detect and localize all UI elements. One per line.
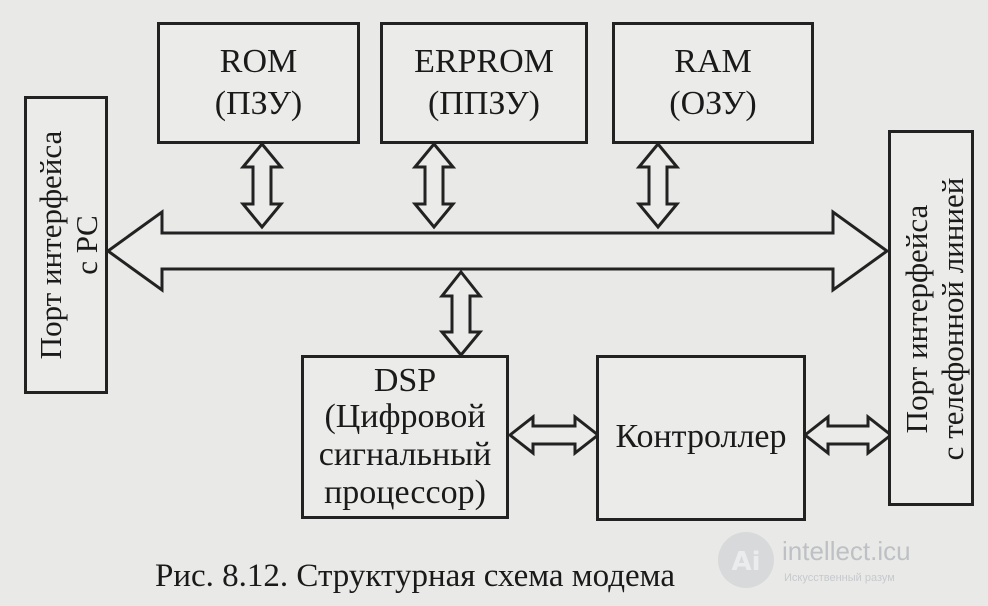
erprom-bus-arrow [411,141,457,230]
line-port-label-line1: Порт интерфейса [899,204,934,434]
ram-block: RAM (ОЗУ) [612,22,814,144]
rom-sublabel: (ПЗУ) [214,85,303,122]
dsp-label: DSP [373,362,437,399]
dsp-block: DSP (Цифровой сигнальный процессор) [301,355,509,519]
rom-block: ROM (ПЗУ) [157,22,360,144]
pc-port-label-line2: с PC [69,215,104,275]
controller-lineport-arrow [802,413,894,457]
watermark-text: intellect.icu [782,536,911,566]
ram-bus-arrow [635,141,681,230]
rom-label: ROM [219,43,298,80]
pc-port-label-line1: Порт интерфейса [33,130,68,360]
erprom-sublabel: (ППЗУ) [427,85,540,122]
watermark-subtext: Искусственный разум [784,572,895,584]
line-port-label: Порт интерфейса с телефонной линией [899,149,971,489]
dsp-controller-arrow [507,413,601,457]
ram-sublabel: (ОЗУ) [669,85,757,122]
line-port-block: Порт интерфейса с телефонной линией [888,130,974,506]
rom-bus-arrow [239,141,285,230]
dsp-bus-arrow [438,269,484,358]
system-bus-arrow [105,209,890,293]
dsp-desc-line3: процессор) [324,474,486,511]
watermark: Ai intellect.icu Искусственный разум [712,522,982,602]
controller-label: Контроллер [615,418,787,455]
dsp-desc-line1: (Цифровой [324,398,486,435]
erprom-block: ERPROM (ППЗУ) [380,22,588,144]
pc-port-label: Порт интерфейса с PC [33,95,105,395]
erprom-label: ERPROM [414,43,554,80]
controller-block: Контроллер [596,355,806,521]
dsp-desc-line2: сигнальный [318,436,492,473]
pc-port-block: Порт интерфейса с PC [24,96,108,394]
watermark-logo-icon: Ai [718,532,774,588]
line-port-label-line2: с телефонной линией [935,177,970,461]
figure-caption: Рис. 8.12. Структурная схема модема [155,558,675,594]
ram-label: RAM [674,43,752,80]
svg-text:Ai: Ai [731,547,760,577]
